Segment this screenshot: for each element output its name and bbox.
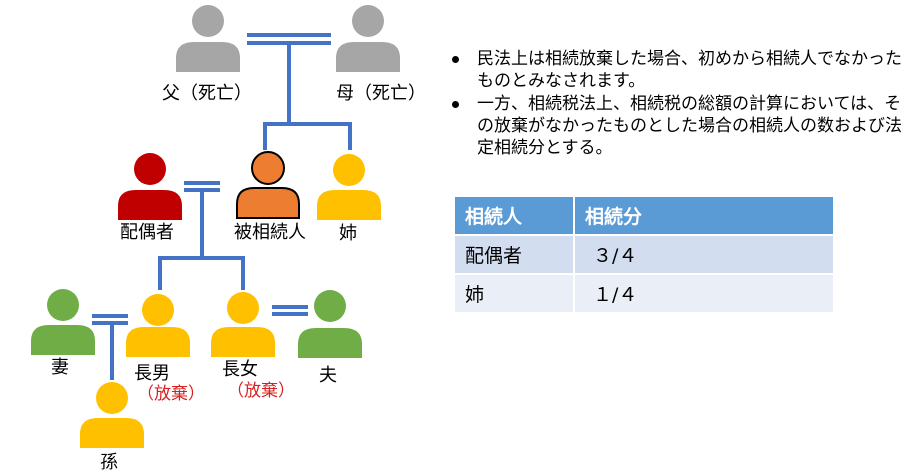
label-son-renounced: （放棄） [137, 384, 205, 404]
label-wife: 妻 [51, 357, 69, 378]
label-sister: 姉 [339, 223, 357, 244]
person-icon-sister [317, 154, 381, 220]
cell-heir: 配偶者 [455, 234, 575, 274]
label-eldest-son: 長男 [134, 363, 170, 384]
label-mother: 母（死亡） [336, 83, 426, 104]
person-icon-spouse [118, 153, 182, 220]
notes-list: 民法上は相続放棄した場合、初めから相続人でなかったものとみなされます。 一方、相… [443, 48, 913, 160]
person-icon-mother [336, 5, 400, 72]
table-row: 配偶者 ３/４ [455, 234, 833, 274]
family-tree-diagram [31, 5, 400, 448]
label-eldest-daughter: 長女 [222, 359, 258, 380]
person-icon-father [176, 5, 240, 72]
cell-share: １/４ [574, 273, 833, 312]
label-deceased: 被相続人 [234, 222, 306, 243]
label-husband: 夫 [319, 365, 337, 386]
label-grandchild: 孫 [100, 452, 118, 473]
inheritance-share-table: 相続人 相続分 配偶者 ３/４ 姉 １/４ [455, 197, 833, 312]
table-row: 姉 １/４ [455, 273, 833, 312]
header-heir: 相続人 [455, 197, 575, 235]
header-share: 相続分 [574, 197, 833, 235]
person-icon-deceased [236, 151, 300, 219]
person-icon-husband [298, 290, 362, 358]
relation-lines [92, 33, 352, 380]
note-item: 民法上は相続放棄した場合、初めから相続人でなかったものとみなされます。 [443, 48, 913, 92]
label-daughter-renounced: （放棄） [227, 381, 295, 401]
label-father: 父（死亡） [162, 83, 252, 104]
cell-heir: 姉 [455, 273, 575, 312]
label-spouse: 配偶者 [120, 222, 174, 243]
person-icon-eldest-son [126, 294, 190, 357]
person-icon-eldest-daughter [211, 292, 275, 357]
note-item: 一方、相続税法上、相続税の総額の計算においては、その放棄がなかったものとした場合… [443, 93, 913, 159]
cell-share: ３/４ [574, 234, 833, 274]
table-header-row: 相続人 相続分 [455, 197, 833, 235]
person-icon-grandchild [80, 382, 144, 448]
person-icon-wife [31, 289, 95, 355]
